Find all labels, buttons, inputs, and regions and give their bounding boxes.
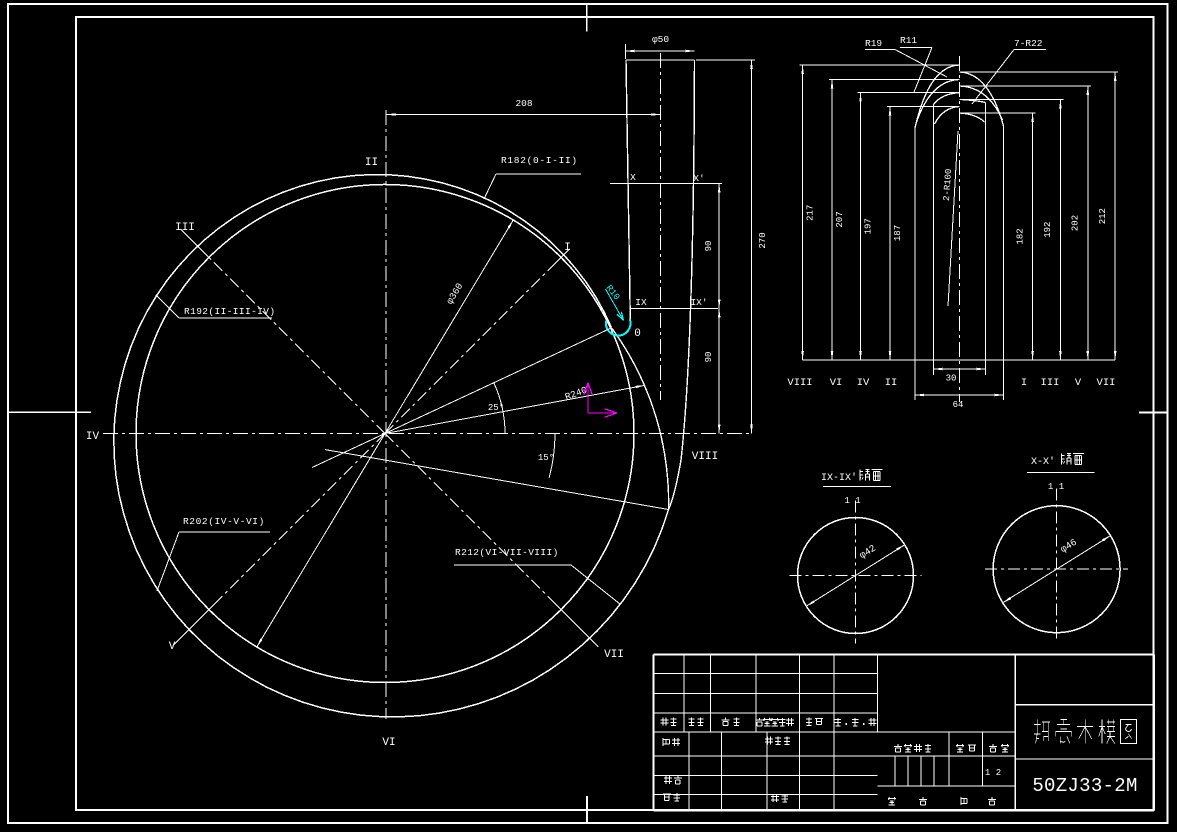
svg-text:182: 182 — [1016, 228, 1026, 244]
svg-text:212: 212 — [1098, 208, 1108, 224]
svg-text:15°: 15° — [538, 453, 554, 463]
svg-text:IX-IX': IX-IX' — [821, 472, 857, 484]
svg-text:III: III — [175, 222, 195, 234]
svg-text:187: 187 — [893, 225, 903, 241]
svg-text:207: 207 — [835, 211, 845, 227]
svg-text:R212(VI-VII-VIII): R212(VI-VII-VIII) — [455, 547, 559, 558]
svg-text:X': X' — [693, 173, 704, 184]
svg-text:III: III — [1041, 377, 1060, 389]
svg-text:I: I — [1021, 377, 1027, 389]
svg-text:II: II — [885, 377, 898, 389]
svg-text:VI: VI — [830, 377, 843, 389]
svg-text:R19: R19 — [865, 38, 882, 49]
svg-text:192: 192 — [1043, 222, 1053, 238]
svg-text:VIII: VIII — [787, 377, 812, 389]
svg-text:217: 217 — [806, 205, 816, 221]
svg-text:30: 30 — [946, 374, 957, 384]
svg-text:1 1: 1 1 — [1048, 482, 1064, 492]
svg-text:0: 0 — [634, 328, 641, 340]
svg-text:IX': IX' — [690, 297, 707, 308]
svg-text:270: 270 — [758, 232, 768, 248]
svg-text:VII: VII — [604, 649, 624, 661]
svg-text:R182(0-I-II): R182(0-I-II) — [501, 155, 578, 166]
svg-text:IX: IX — [635, 297, 647, 308]
svg-text:208: 208 — [515, 98, 532, 109]
svg-text:7-R22: 7-R22 — [1014, 38, 1043, 49]
svg-text:VII: VII — [1097, 377, 1116, 389]
svg-text:VI: VI — [382, 737, 395, 749]
svg-text:197: 197 — [864, 218, 874, 234]
svg-text:φ50: φ50 — [652, 34, 669, 45]
svg-text:25°: 25° — [488, 403, 504, 413]
svg-text:I: I — [564, 242, 571, 254]
svg-text:X-X': X-X' — [1031, 456, 1055, 468]
svg-text:1 2: 1 2 — [985, 768, 1001, 778]
svg-text:202: 202 — [1071, 215, 1081, 231]
svg-text:V: V — [169, 641, 176, 653]
svg-text:64: 64 — [953, 400, 964, 410]
svg-text:R192(II-III-IV): R192(II-III-IV) — [184, 306, 276, 317]
svg-text:R11: R11 — [900, 35, 917, 46]
svg-text:X: X — [630, 172, 636, 183]
svg-text:IV: IV — [86, 431, 100, 443]
svg-text:2-R100: 2-R100 — [942, 168, 954, 201]
svg-text:R202(IV-V-VI): R202(IV-V-VI) — [183, 516, 265, 527]
svg-text:90: 90 — [704, 241, 714, 252]
svg-text:II: II — [365, 157, 378, 169]
svg-text:90: 90 — [704, 352, 714, 363]
svg-text:50ZJ33-2M: 50ZJ33-2M — [1032, 775, 1137, 797]
svg-text:V: V — [1075, 377, 1082, 389]
svg-text:VIII: VIII — [692, 451, 718, 463]
svg-text:1 1: 1 1 — [844, 496, 860, 506]
svg-text:IV: IV — [857, 377, 870, 389]
